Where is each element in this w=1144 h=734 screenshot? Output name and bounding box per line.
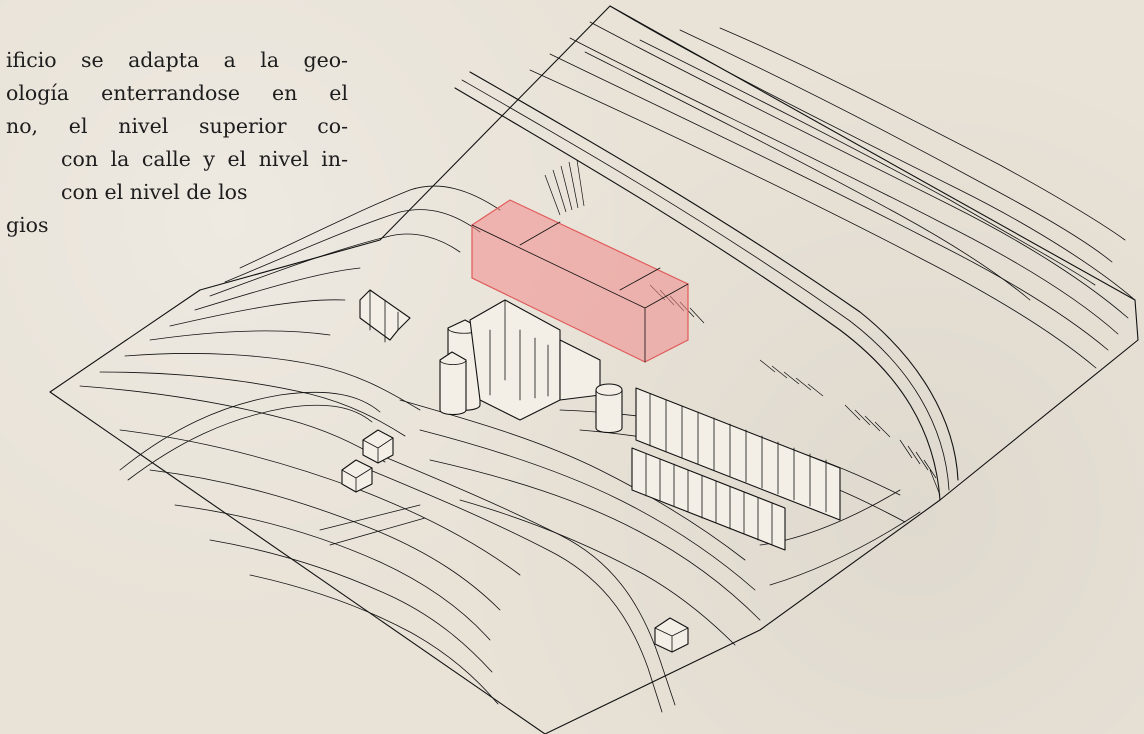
factory-block bbox=[469, 299, 561, 421]
existing-buildings bbox=[341, 289, 689, 653]
panel-row-lower bbox=[631, 447, 786, 551]
small-house bbox=[362, 429, 394, 464]
silo bbox=[439, 351, 467, 416]
water-tank bbox=[595, 383, 623, 434]
caption-line: con el nivel de los bbox=[61, 180, 248, 204]
small-house bbox=[654, 617, 689, 653]
small-house bbox=[341, 459, 373, 493]
caption-line: ología enterrandose en el bbox=[6, 81, 348, 105]
panel-row-upper bbox=[635, 387, 841, 521]
factory-wing bbox=[559, 339, 601, 401]
caption-line: no, el nivel superior co- bbox=[6, 114, 348, 138]
caption-text: ificio se adapta a la geo- ología enterr… bbox=[6, 44, 348, 242]
caption-line: ificio se adapta a la geo- bbox=[6, 48, 348, 72]
road-edge bbox=[469, 71, 959, 481]
site-paths bbox=[119, 391, 676, 713]
road-edge bbox=[454, 87, 941, 501]
proposed-building-volume bbox=[471, 199, 689, 363]
caption-line: con la calle y el nivel in- bbox=[61, 147, 348, 171]
road-edge bbox=[461, 79, 950, 491]
proposed-building-highlight bbox=[471, 199, 689, 363]
contour-lines-upper bbox=[529, 5, 1136, 369]
caption-line: gios bbox=[6, 213, 49, 237]
